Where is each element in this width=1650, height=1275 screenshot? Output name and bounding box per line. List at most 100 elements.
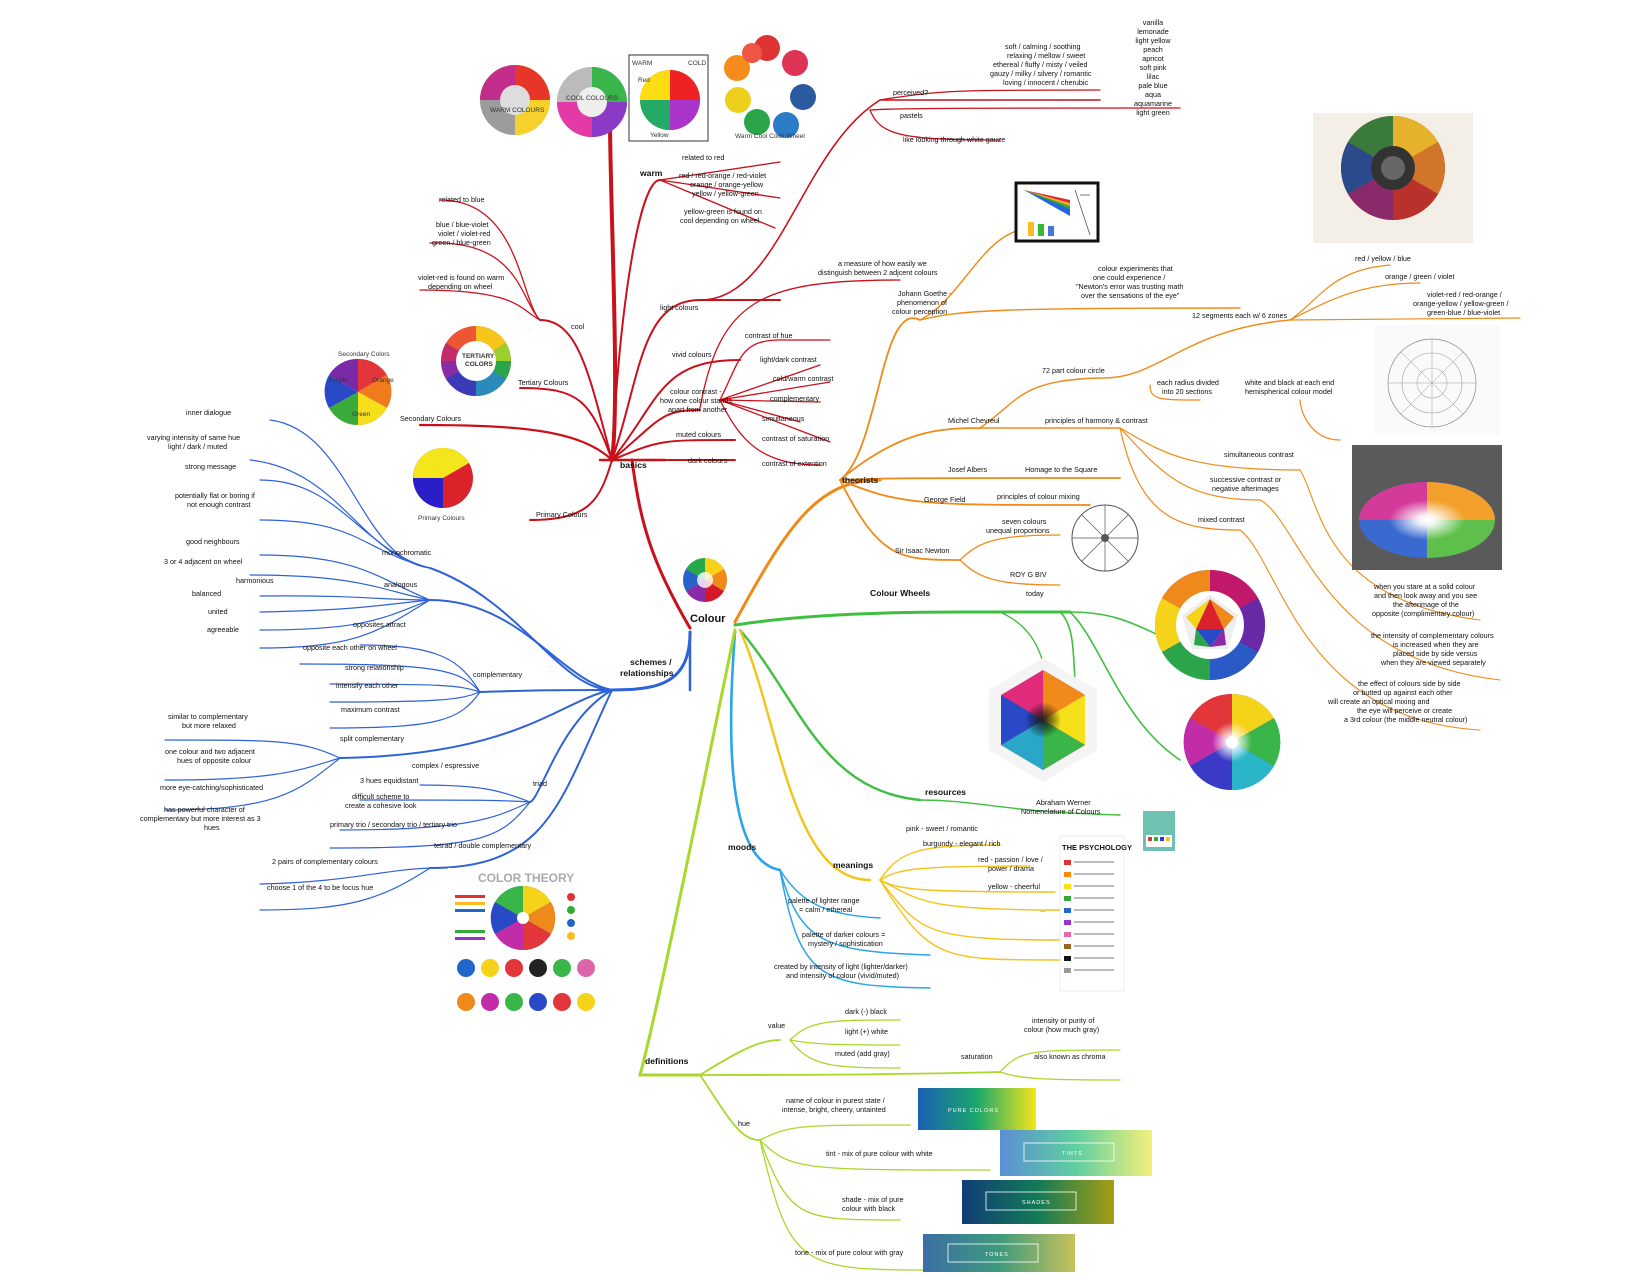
svg-text:Purple: Purple: [329, 377, 348, 384]
warm-item: yellow / yellow-green: [692, 189, 759, 198]
complementary-label[interactable]: complementary: [473, 670, 523, 679]
colour-wheels-label[interactable]: Colour Wheels: [870, 588, 930, 598]
warm-label[interactable]: warm: [639, 168, 663, 178]
newton-label[interactable]: Sir Isaac Newton: [895, 546, 949, 555]
chevreul-hemisphere-image: [1352, 445, 1502, 570]
goethe-note: over the sensations of the eye": [1081, 291, 1180, 300]
mono-item: inner dialogue: [186, 408, 231, 417]
svg-text:TERTIARY: TERTIARY: [462, 353, 495, 360]
chevreul-label[interactable]: Michel Chevreul: [948, 416, 1000, 425]
value-label[interactable]: value: [768, 1021, 785, 1030]
moods-item: created by intensity of light (lighter/d…: [774, 962, 908, 971]
wheels-branch: Colour Wheels today: [870, 588, 1044, 598]
theorists-label[interactable]: theorists: [842, 475, 879, 485]
chevreul-zone: violet-red / red-orange /: [1427, 290, 1502, 299]
definitions-label[interactable]: definitions: [645, 1056, 689, 1066]
svg-text:light green: light green: [1136, 108, 1170, 117]
hue-label[interactable]: hue: [738, 1119, 750, 1128]
perceived-word: loving / innocent / cherubic: [1003, 78, 1089, 87]
vivid-label[interactable]: vivid colours: [672, 350, 712, 359]
hue-item: shade - mix of pure: [842, 1195, 904, 1204]
chevreul-bw: white and black at each end: [1244, 378, 1334, 387]
muted-label[interactable]: muted colours: [676, 430, 722, 439]
tertiary-colors-image: TERTIARY COLORS: [441, 326, 511, 396]
shades-swatch: [962, 1180, 1114, 1224]
cool-item: depending on wheel: [428, 282, 493, 291]
goethe-label[interactable]: Johann Goethe -: [898, 289, 952, 298]
saturation-label[interactable]: saturation: [961, 1052, 993, 1061]
triad-item: create a cohesive look: [345, 801, 417, 810]
triad-label[interactable]: triad: [533, 779, 547, 788]
svg-text:COLORS: COLORS: [465, 361, 493, 368]
saturation-item: colour (how much gray): [1024, 1025, 1099, 1034]
split-label[interactable]: split complementary: [340, 734, 404, 743]
warm-cold-chart-image: WARM COLD Red Yellow: [628, 54, 709, 142]
basics-label[interactable]: basics: [620, 460, 647, 470]
primary-label[interactable]: Primary Colours: [536, 510, 588, 519]
analogous-item: balanced: [192, 589, 221, 598]
hue-item: tone - mix of pure colour with gray: [795, 1248, 904, 1257]
triad-item: 3 hues equidistant: [360, 776, 418, 785]
field-label[interactable]: George Field: [924, 495, 966, 504]
split-item: but more relaxed: [182, 721, 236, 730]
cool-item: violet / violet-red: [438, 229, 490, 238]
chevreul-successive: successive contrast or: [1210, 475, 1282, 484]
goethe-note: colour experiments that: [1098, 264, 1173, 273]
goethe-note: "Newton's error was trusting math: [1076, 282, 1183, 291]
value-item: muted (add gray): [835, 1049, 890, 1058]
mono-item: light / dark / muted: [168, 442, 227, 451]
mixed-desc: a 3rd colour (the middle neutral colour): [1344, 715, 1467, 724]
cool-item: green / blue-green: [432, 238, 491, 247]
split-item: more eye-catching/sophisticated: [160, 783, 263, 792]
tetrad-label[interactable]: tetrad / double complementary: [434, 841, 531, 850]
triad-item: hues: [204, 823, 220, 832]
meanings-label[interactable]: meanings: [833, 860, 873, 870]
triad-item: primary trio / secondary trio / tertiary…: [330, 820, 457, 829]
newton-seven: seven colours: [1002, 517, 1047, 526]
triad-item: complementary but more interest as 3: [140, 814, 261, 823]
goethe-label: phenomenon of: [897, 298, 947, 307]
sim-desc: when you stare at a solid colour: [1373, 582, 1476, 591]
mixed-desc: the effect of colours side by side: [1358, 679, 1461, 688]
cool-label[interactable]: cool: [571, 322, 585, 331]
mixed-desc: will create an optical mixing and: [1327, 697, 1429, 706]
tertiary-label[interactable]: Tertiary Colours: [518, 378, 569, 387]
sim-desc: the afterimage of the: [1393, 600, 1459, 609]
color-theory-infographic-image: COLOR THEORY: [448, 868, 598, 1018]
svg-text:lilac: lilac: [1147, 72, 1160, 81]
svg-text:SHADES: SHADES: [1022, 1200, 1051, 1206]
moods-item: and intensity of colour (vivid/muted): [786, 971, 899, 980]
svg-text:WARM COLOURS: WARM COLOURS: [490, 107, 545, 114]
contrast-measure: a measure of how easily we: [838, 259, 927, 268]
contrast-label[interactable]: colour contrast -: [670, 387, 722, 396]
svg-text:TONES: TONES: [985, 1252, 1009, 1258]
schemes-label[interactable]: schemes /: [630, 657, 672, 667]
chevreul-radius: into 20 sections: [1162, 387, 1212, 396]
schemes-label: relationships: [620, 668, 674, 678]
dark-label[interactable]: dark colours: [688, 456, 728, 465]
center-node[interactable]: Colour: [683, 558, 727, 625]
cool-item: blue / blue-violet: [436, 220, 488, 229]
moods-item: = calm / ethereal: [799, 905, 853, 914]
warm-item: cool depending on wheel: [680, 216, 760, 225]
resources-label[interactable]: resources: [925, 787, 966, 797]
moods-item: palette of lighter range: [788, 896, 860, 905]
saturation-item: also known as chroma: [1034, 1052, 1106, 1061]
mono-label[interactable]: monochromatic: [382, 548, 432, 557]
analogous-label[interactable]: analogous: [384, 580, 418, 589]
moods-label[interactable]: moods: [728, 842, 756, 852]
albers-label[interactable]: Josef Albers: [948, 465, 988, 474]
chevreul-simultaneous: simultaneous contrast: [1224, 450, 1294, 459]
value-item: light (+) white: [845, 1027, 888, 1036]
mixed-desc: or butted up against each other: [1353, 688, 1453, 697]
pure-colors-swatch: [918, 1088, 1036, 1130]
contrast-label: apart from another: [668, 405, 728, 414]
light-colours-label[interactable]: light colours: [660, 303, 699, 312]
psychology-chart-image: THE PSYCHOLOGY: [1059, 835, 1132, 992]
split-item: similar to complementary: [168, 712, 248, 721]
secondary-label[interactable]: Secondary Colours: [400, 414, 462, 423]
svg-text:TINTS: TINTS: [1062, 1151, 1083, 1157]
center-wheel-icon: [683, 558, 727, 602]
contrast-type: contrast of hue: [745, 331, 793, 340]
